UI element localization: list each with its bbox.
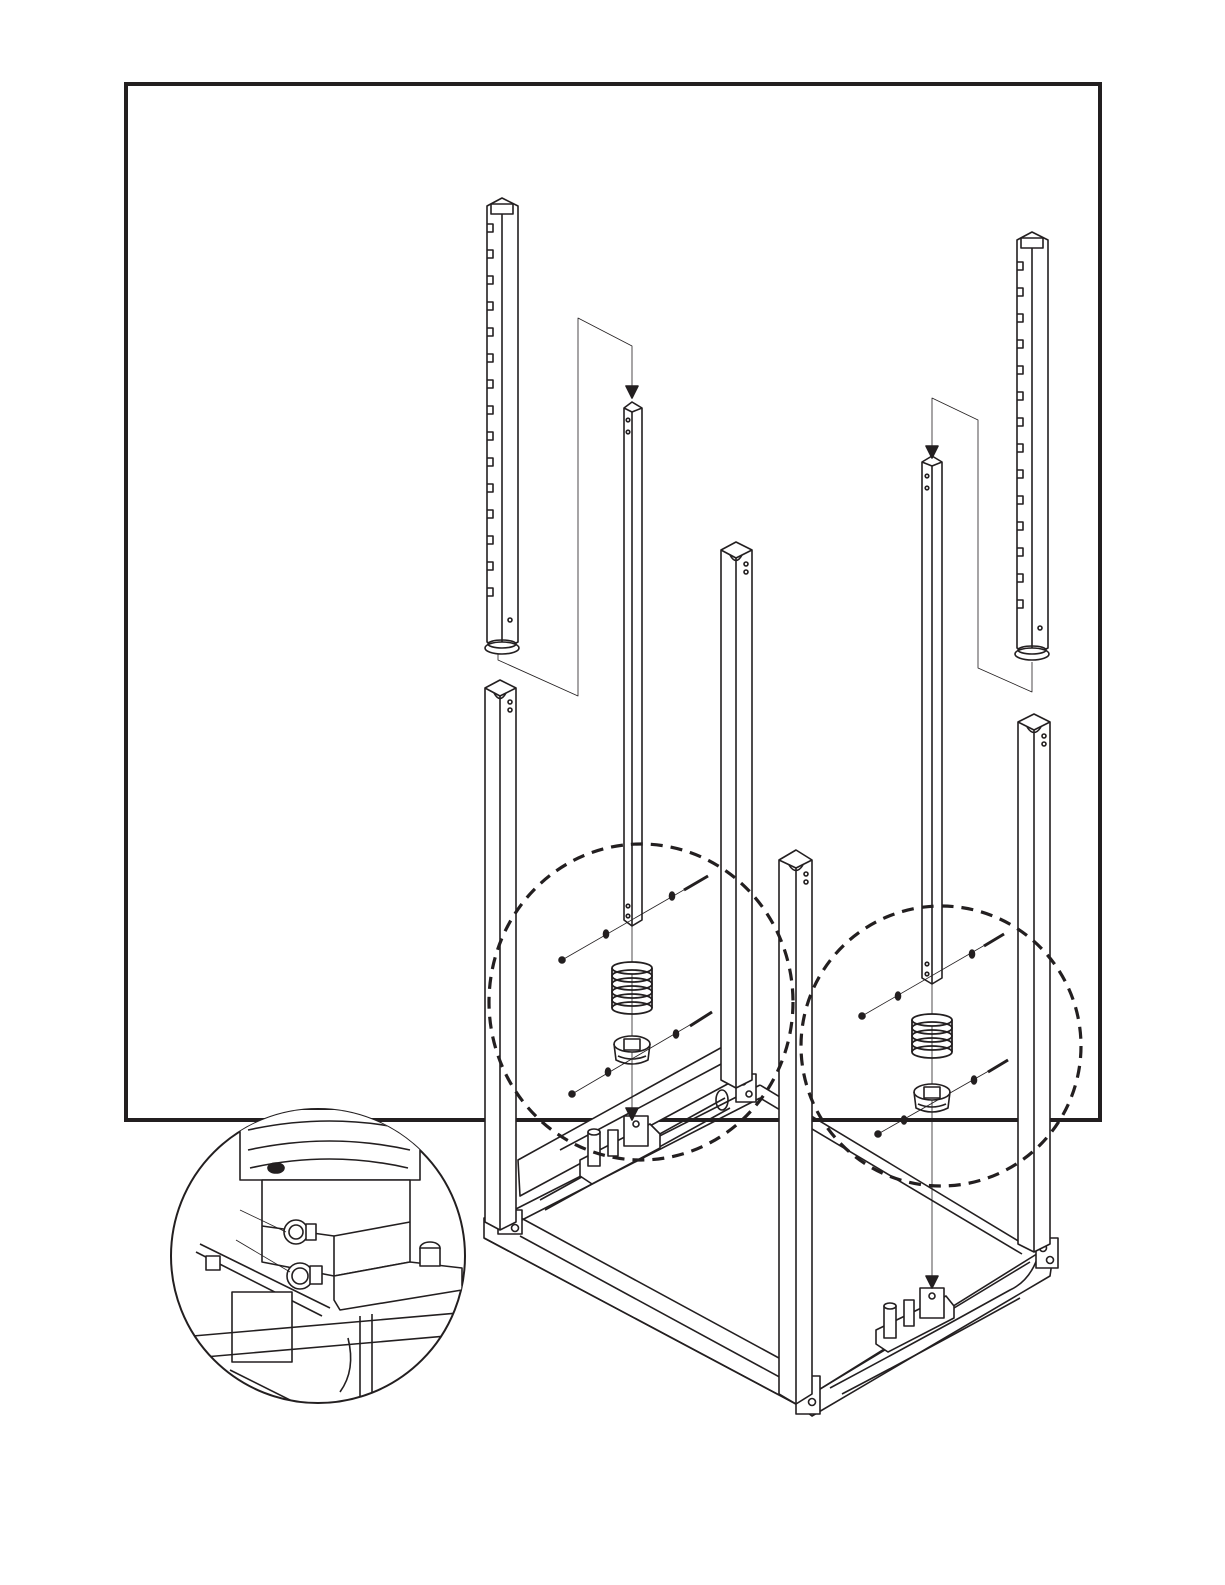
alignment-lines [498, 318, 1032, 696]
frame-post-back-center [721, 542, 752, 1088]
hardware-right [859, 934, 1008, 1288]
detail-inset [170, 1109, 470, 1420]
upright-rack-right [1015, 232, 1049, 660]
frame-post-front-left [485, 680, 516, 1230]
fitting-upper [284, 1220, 316, 1244]
bushing-left [614, 1036, 650, 1064]
upright-rack-left [485, 198, 519, 654]
frame-post-front-center [779, 850, 812, 1404]
bushing-right [914, 1084, 950, 1112]
frame-post-back-right [1018, 714, 1050, 1252]
inner-post-right [922, 446, 942, 984]
